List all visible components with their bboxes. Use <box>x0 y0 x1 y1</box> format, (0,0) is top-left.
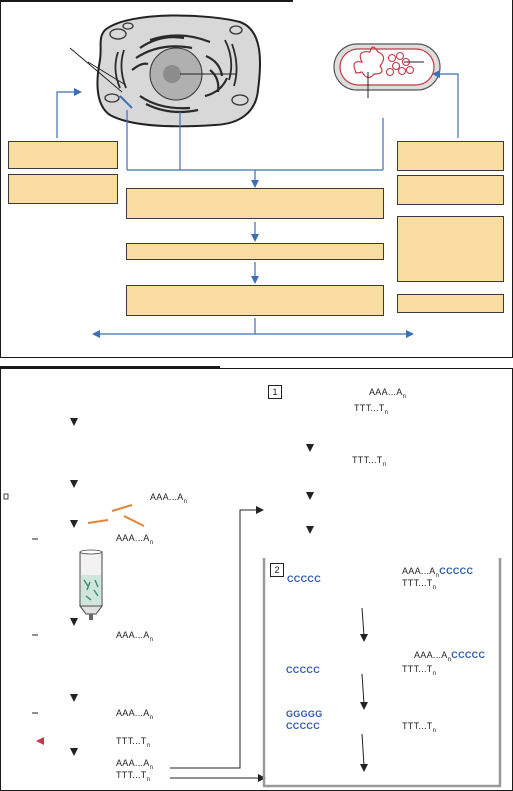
center-box-1 <box>126 188 384 219</box>
right-box-2 <box>397 175 504 205</box>
seq-polyt-s2-3: TTT...Tn <box>402 721 437 734</box>
seq-polya-s2-2: AAA...AnCCCCC <box>414 650 486 663</box>
rna-fragments <box>87 504 145 527</box>
seq-polyt-left-2: TTT...Tn <box>116 770 151 783</box>
panel-a-artwork <box>56 14 459 338</box>
left-box-2 <box>8 174 118 204</box>
step1-badge: 1 <box>268 385 282 399</box>
seq-polyt-s2-2: TTT...Tn <box>402 664 437 677</box>
seq-polya-left-1: AAA...An <box>150 492 188 505</box>
right-box-1 <box>397 141 504 171</box>
flow-arrowheads <box>74 70 440 338</box>
step2-arrows <box>361 607 365 767</box>
seq-polya-s2-1: AAA...AnCCCCC <box>402 566 474 579</box>
seq-polya-left-2: AAA...An <box>116 533 154 546</box>
red-arrow-icon <box>36 737 44 745</box>
step2-badge: 2 <box>270 563 284 577</box>
seq-polya-left-3: AAA...An <box>116 630 154 643</box>
seq-polya-left-4: AAA...An <box>116 708 154 721</box>
left-box-1 <box>8 141 118 169</box>
seq-polya-right-1: AAA...An <box>369 387 407 400</box>
seq-polyt-left-1: TTT...Tn <box>116 736 151 749</box>
seq-polya-left-5: AAA...An <box>116 758 154 771</box>
right-column-arrowheads <box>306 444 314 534</box>
pointer-line <box>87 61 125 85</box>
seq-g-tail: GGGGG <box>286 709 323 719</box>
seq-polyt-right-1: TTT...Tn <box>354 403 389 416</box>
center-box-2 <box>126 243 384 260</box>
bacterium-icon <box>333 43 441 91</box>
panel-b-title-bar <box>0 366 220 369</box>
seq-polyt-s2-1: TTT...Tn <box>402 578 437 591</box>
seq-c-tail-1: CCCCC <box>287 574 321 584</box>
center-box-3 <box>126 285 384 316</box>
seq-c-tail-2: CCCCC <box>286 665 320 675</box>
panel-b-artwork <box>3 418 502 788</box>
right-box-4 <box>397 294 504 313</box>
left-column-arrowheads <box>70 418 78 756</box>
panel-a-title-bar <box>0 0 293 2</box>
seq-polyt-right-2: TTT...Tn <box>352 455 387 468</box>
marker-icon <box>3 493 9 500</box>
pointer-line <box>69 47 123 93</box>
seq-c-tail-3: CCCCC <box>286 721 320 731</box>
step2-bracket <box>262 558 502 788</box>
right-box-3 <box>397 216 504 282</box>
affinity-column-icon <box>79 549 103 620</box>
eukaryotic-cell-icon <box>96 14 262 128</box>
flow-arrows <box>56 73 459 335</box>
